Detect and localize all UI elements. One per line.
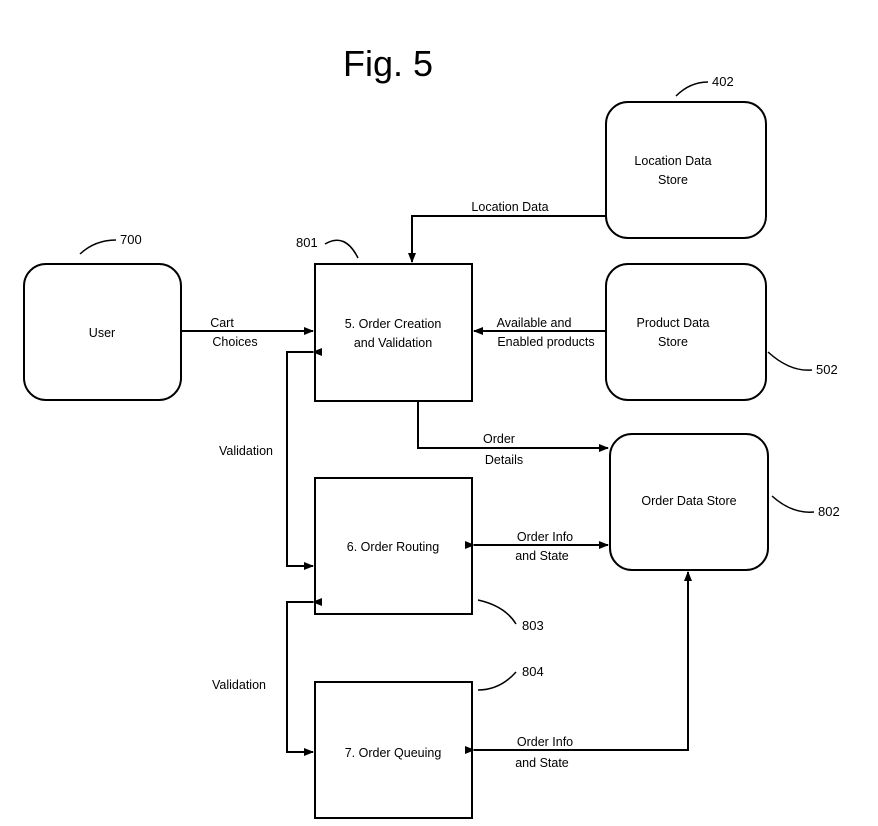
order-creation-process: 5. Order Creation and Validation 801 bbox=[296, 235, 472, 401]
product-store-ref-leader bbox=[768, 352, 812, 370]
order-store-ref-leader bbox=[772, 496, 814, 512]
order-details-edge: Order Details bbox=[418, 401, 608, 467]
validation-lower-label: Validation bbox=[212, 678, 266, 692]
order-queuing-process: 7. Order Queuing 804 bbox=[315, 664, 544, 818]
location-data-label: Location Data bbox=[471, 200, 548, 214]
product-store-label-2: Store bbox=[658, 335, 688, 349]
available-products-label-1: Available and bbox=[497, 316, 572, 330]
routing-order-info-label-1: Order Info bbox=[517, 530, 573, 544]
cart-choices-label-1: Cart bbox=[210, 316, 234, 330]
user-ref-leader bbox=[80, 240, 116, 254]
cart-choices-label-2: Choices bbox=[212, 335, 257, 349]
user-label: User bbox=[89, 326, 115, 340]
validation-upper-label: Validation bbox=[219, 444, 273, 458]
order-queuing-ref-leader bbox=[478, 672, 516, 690]
order-routing-ref-leader bbox=[478, 600, 516, 624]
location-data-edge: Location Data bbox=[412, 200, 606, 262]
location-store-label-1: Location Data bbox=[634, 154, 711, 168]
order-store-ref: 802 bbox=[818, 504, 840, 519]
order-creation-ref: 801 bbox=[296, 235, 318, 250]
order-details-label-1: Order bbox=[483, 432, 515, 446]
queuing-order-info-label-1: Order Info bbox=[517, 735, 573, 749]
order-details-label-2: Details bbox=[485, 453, 523, 467]
order-routing-ref: 803 bbox=[522, 618, 544, 633]
available-products-label-2: Enabled products bbox=[497, 335, 594, 349]
validation-lower-edge: Validation bbox=[212, 602, 313, 752]
validation-upper-edge: Validation bbox=[219, 352, 313, 566]
location-data-store-node: Location Data Store 402 bbox=[606, 74, 766, 238]
order-creation-label-2: and Validation bbox=[354, 336, 432, 350]
location-store-ref: 402 bbox=[712, 74, 734, 89]
user-node: User 700 bbox=[24, 232, 181, 400]
user-ref: 700 bbox=[120, 232, 142, 247]
order-routing-label: 6. Order Routing bbox=[347, 540, 439, 554]
product-store-ref: 502 bbox=[816, 362, 838, 377]
order-creation-ref-leader bbox=[325, 240, 358, 258]
location-store-ref-leader bbox=[676, 82, 708, 96]
order-routing-process: 6. Order Routing 803 bbox=[315, 478, 544, 633]
location-store-label-2: Store bbox=[658, 173, 688, 187]
product-data-store-node: Product Data Store 502 bbox=[606, 264, 838, 400]
order-queuing-label: 7. Order Queuing bbox=[345, 746, 442, 760]
routing-order-info-label-2: and State bbox=[515, 549, 569, 563]
order-creation-label-1: 5. Order Creation bbox=[345, 317, 442, 331]
order-data-store-node: Order Data Store 802 bbox=[610, 434, 840, 570]
cart-choices-edge: Cart Choices bbox=[181, 316, 313, 349]
routing-order-info-edge: Order Info and State bbox=[474, 530, 608, 563]
product-store-label-1: Product Data bbox=[637, 316, 710, 330]
order-store-label: Order Data Store bbox=[641, 494, 736, 508]
queuing-order-info-edge: Order Info and State bbox=[474, 572, 688, 770]
queuing-order-info-label-2: and State bbox=[515, 756, 569, 770]
order-queuing-ref: 804 bbox=[522, 664, 544, 679]
available-products-edge: Available and Enabled products bbox=[474, 316, 606, 349]
figure-title: Fig. 5 bbox=[343, 43, 433, 84]
